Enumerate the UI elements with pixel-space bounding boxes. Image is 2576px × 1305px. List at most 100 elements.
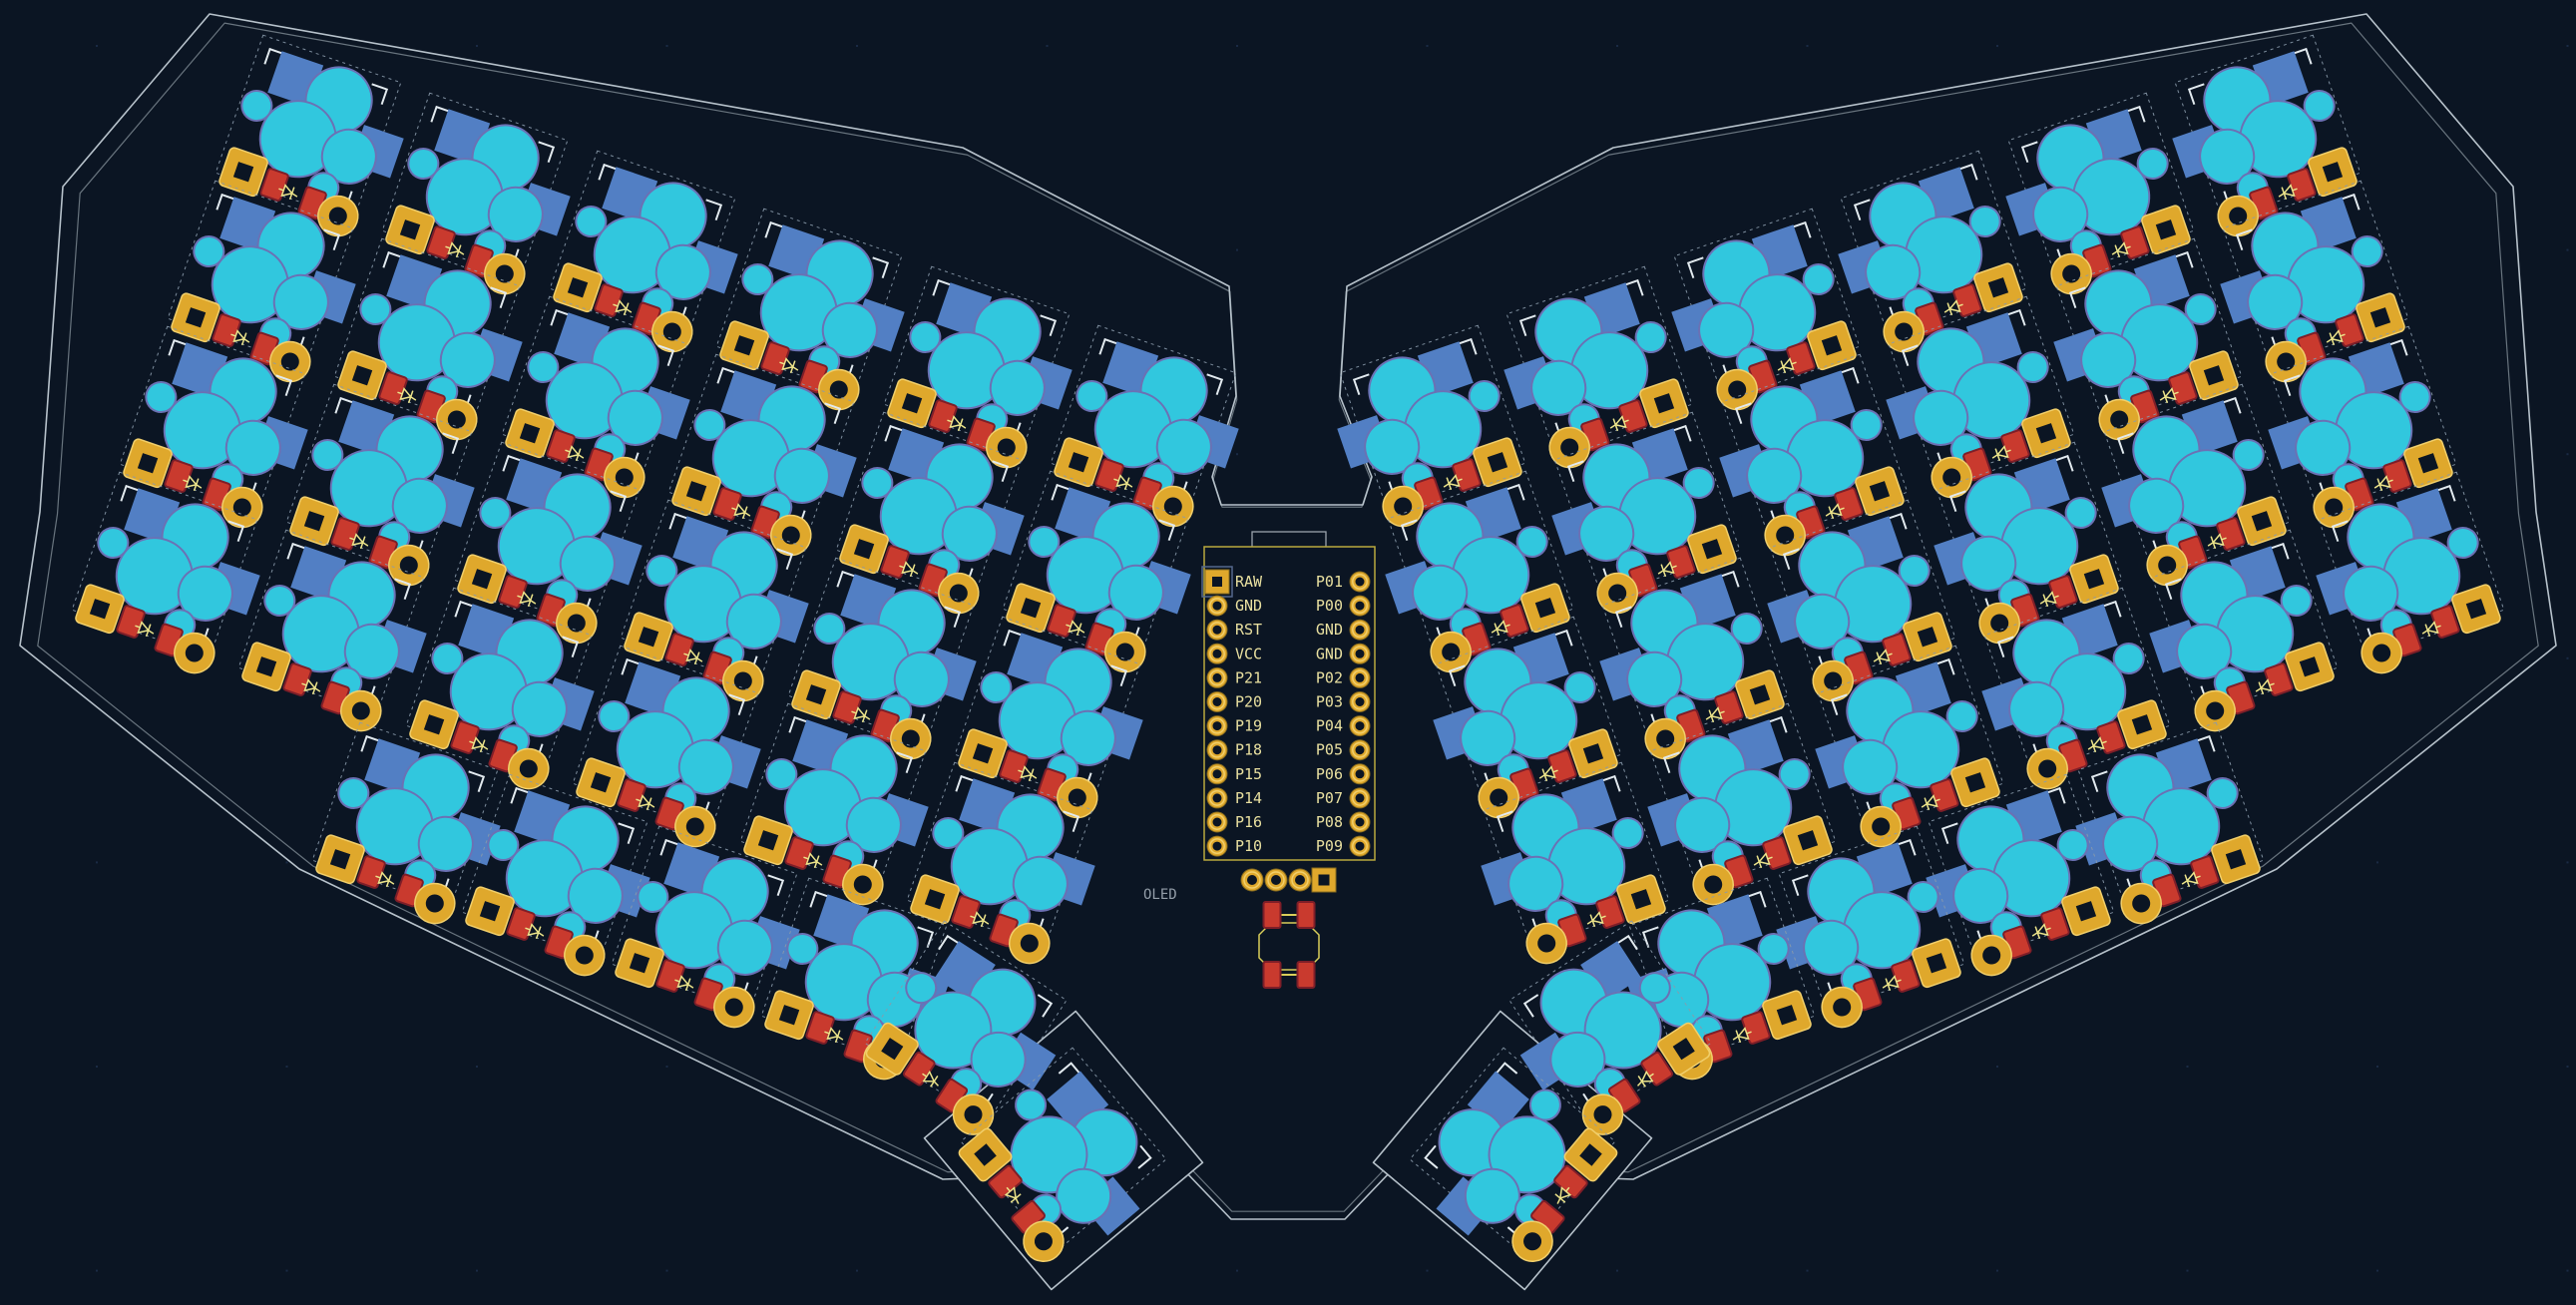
key-switch-footprint[interactable] bbox=[900, 761, 1111, 974]
key-switch-footprint[interactable] bbox=[661, 353, 873, 566]
key-switch-footprint[interactable] bbox=[1492, 920, 1722, 1151]
key-switch-footprint[interactable] bbox=[1654, 208, 1866, 420]
key-switch-footprint[interactable] bbox=[1368, 470, 1579, 682]
key-switch-footprint[interactable] bbox=[2084, 383, 2296, 596]
key-switch-footprint[interactable] bbox=[996, 470, 1207, 682]
key-switch-footprint[interactable] bbox=[877, 265, 1088, 478]
key-switch-footprint[interactable] bbox=[279, 383, 491, 596]
key-switch-footprint[interactable] bbox=[113, 325, 324, 538]
key-switch-footprint[interactable] bbox=[2251, 325, 2462, 538]
key-switch-footprint[interactable] bbox=[1582, 557, 1794, 769]
key-switch-footprint[interactable] bbox=[733, 702, 945, 915]
switch-hole-pad bbox=[2102, 815, 2159, 872]
switch-hole-pad bbox=[845, 796, 902, 853]
key-switch-footprint[interactable] bbox=[399, 587, 611, 799]
switch-hole-pad bbox=[320, 128, 377, 185]
key-switch-footprint[interactable] bbox=[566, 645, 777, 857]
diode-th-hole bbox=[881, 1038, 904, 1061]
diode-th-hole bbox=[1701, 539, 1723, 560]
mcu-pin-hole bbox=[1355, 769, 1365, 779]
mcu-pin-hole bbox=[1355, 745, 1365, 755]
diode-symbol-icon bbox=[613, 299, 633, 316]
key-switch-footprint[interactable] bbox=[829, 411, 1041, 624]
key-switch-footprint[interactable] bbox=[1320, 324, 1531, 537]
key-switch-footprint[interactable] bbox=[1534, 411, 1746, 624]
key-switch-footprint[interactable] bbox=[1909, 773, 2120, 986]
key-corner-marks bbox=[84, 484, 245, 646]
key-switch-footprint[interactable] bbox=[231, 529, 443, 741]
key-switch-footprint[interactable] bbox=[209, 34, 420, 246]
oled-pad-hole bbox=[1247, 875, 1257, 885]
key-switch-footprint[interactable] bbox=[948, 616, 1159, 828]
reset-smd-pad bbox=[1262, 961, 1282, 989]
switch-hole-pad bbox=[487, 186, 544, 242]
key-switch-footprint[interactable] bbox=[1630, 702, 1842, 915]
key-switch-footprint[interactable] bbox=[1798, 645, 2009, 857]
reset-switch-footprint[interactable] bbox=[1258, 901, 1320, 989]
key-switch-footprint[interactable] bbox=[854, 920, 1084, 1151]
key-switch-footprint[interactable] bbox=[447, 441, 658, 653]
key-switch-footprint[interactable] bbox=[614, 499, 825, 711]
key-switch-footprint[interactable] bbox=[305, 721, 517, 934]
key-switch-footprint[interactable] bbox=[1397, 1047, 1631, 1282]
key-switch-footprint[interactable] bbox=[2132, 529, 2344, 741]
key-corner-marks bbox=[346, 250, 508, 412]
diode-symbol-icon bbox=[2373, 475, 2393, 492]
key-switch-footprint[interactable] bbox=[1464, 761, 1675, 974]
mcu-pin-label: P16 bbox=[1235, 813, 1262, 831]
switch-hole-pad bbox=[2136, 147, 2169, 180]
key-switch-footprint[interactable] bbox=[1750, 499, 1961, 711]
key-switch-footprint[interactable] bbox=[1487, 265, 1698, 478]
key-switch-footprint[interactable] bbox=[2058, 721, 2270, 934]
key-switch-footprint[interactable] bbox=[327, 237, 539, 450]
mcu-pin-pad-ring bbox=[1352, 646, 1368, 662]
switch-hole-pad bbox=[575, 205, 608, 237]
mcu-pin-label: P21 bbox=[1235, 668, 1262, 686]
key-switch-footprint[interactable] bbox=[1917, 441, 2128, 653]
switch-hole-pad bbox=[1960, 535, 2017, 592]
key-switch-footprint[interactable] bbox=[495, 295, 706, 508]
switch-hole-pad bbox=[1107, 564, 1164, 621]
diode-th-hole bbox=[1020, 598, 1042, 619]
key-corner-marks bbox=[975, 1062, 1152, 1239]
oled-header-footprint[interactable]: OLED bbox=[1143, 867, 1337, 903]
key-switch-footprint[interactable] bbox=[1759, 825, 1970, 1038]
switch-hole-pad bbox=[2056, 828, 2089, 861]
key-switch-footprint[interactable] bbox=[161, 180, 372, 392]
key-switch-footprint[interactable] bbox=[455, 773, 666, 986]
key-switch-footprint[interactable] bbox=[1964, 587, 2176, 799]
key-switch-footprint[interactable] bbox=[1821, 150, 2032, 362]
key-switch-footprint[interactable] bbox=[2036, 237, 2248, 450]
switch-hole-pad bbox=[741, 262, 774, 295]
switch-hole-pad bbox=[607, 389, 663, 446]
key-switch-footprint[interactable] bbox=[945, 1047, 1179, 1282]
key-corner-marks bbox=[752, 715, 914, 877]
reset-smd-pad bbox=[1262, 901, 1282, 929]
switch-hole-pad bbox=[145, 380, 178, 413]
diode-th-hole bbox=[232, 162, 254, 183]
diode-symbol-icon bbox=[1873, 649, 1893, 665]
switch-hole-pad bbox=[1698, 301, 1755, 358]
diode-symbol-icon bbox=[301, 678, 321, 695]
diode-th-hole bbox=[303, 511, 325, 532]
key-corner-marks bbox=[2164, 542, 2326, 703]
switch-hole-pad bbox=[272, 273, 329, 330]
key-corner-marks bbox=[967, 629, 1128, 790]
key-switch-footprint[interactable] bbox=[605, 825, 816, 1038]
key-corner-marks bbox=[2068, 250, 2230, 412]
key-switch-footprint[interactable] bbox=[543, 150, 754, 362]
mcu-pin-pad-ring bbox=[1209, 717, 1225, 734]
key-switch-footprint[interactable] bbox=[2299, 471, 2510, 683]
key-switch-footprint[interactable] bbox=[65, 471, 276, 683]
diode-symbol-icon bbox=[2039, 591, 2059, 608]
key-switch-footprint[interactable] bbox=[1044, 324, 1255, 537]
key-switch-footprint[interactable] bbox=[781, 557, 993, 769]
mcu-pin-label: GND bbox=[1316, 621, 1343, 639]
key-switch-footprint[interactable] bbox=[1416, 616, 1627, 828]
key-switch-footprint[interactable] bbox=[375, 92, 587, 304]
mcu-pin-hole bbox=[1355, 577, 1365, 587]
diode-symbol-icon bbox=[1066, 620, 1085, 637]
